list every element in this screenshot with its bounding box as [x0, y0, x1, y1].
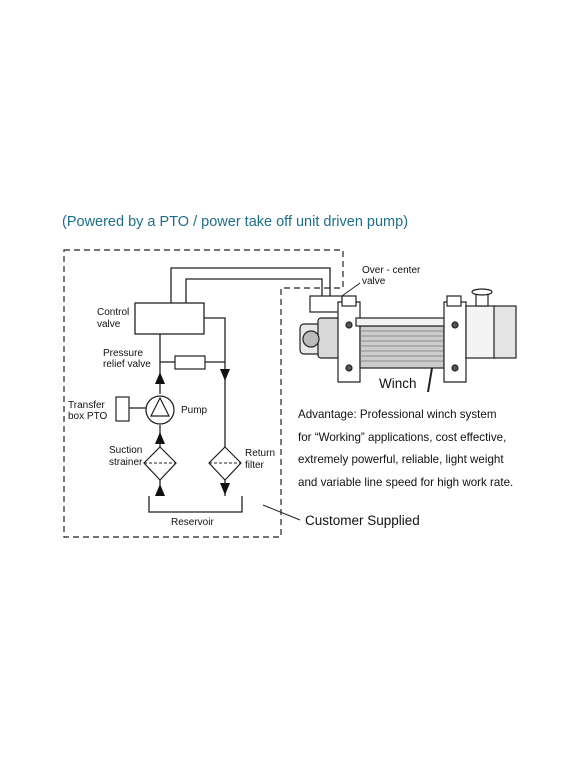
winch-label: Winch	[379, 376, 417, 391]
customer-supplied-leader	[262, 504, 301, 521]
reservoir-outline	[148, 496, 243, 513]
advantage-line: for “Working” applications, cost effecti…	[298, 430, 507, 444]
control-valve-box	[134, 302, 205, 335]
over-center-valve-block	[309, 295, 343, 313]
return-filter-symbol	[208, 446, 242, 481]
advantage-line: and variable line speed for high work ra…	[298, 475, 514, 489]
winch-illustration	[299, 288, 517, 393]
reservoir-label: Reservoir	[171, 517, 214, 528]
over-center-leader	[341, 282, 361, 297]
circuit-lines	[128, 317, 226, 496]
pressure-relief-valve-box	[174, 355, 206, 370]
customer-supplied-label: Customer Supplied	[305, 513, 420, 528]
diagram-title: (Powered by a PTO / power take off unit …	[62, 214, 409, 230]
suction-strainer-symbol	[143, 446, 177, 481]
advantage-line: extremely powerful, reliable, light weig…	[298, 453, 504, 467]
pump-label: Pump	[181, 405, 208, 416]
flow-arrows	[155, 369, 230, 496]
customer-supplied-boundary	[63, 249, 344, 538]
pump-symbol	[145, 395, 175, 425]
advantage-text: Advantage: Professional winch system for…	[298, 404, 588, 494]
transfer-box-pto	[115, 396, 130, 422]
advantage-line: Advantage: Professional winch system	[298, 408, 497, 421]
hose-lines	[170, 267, 331, 303]
